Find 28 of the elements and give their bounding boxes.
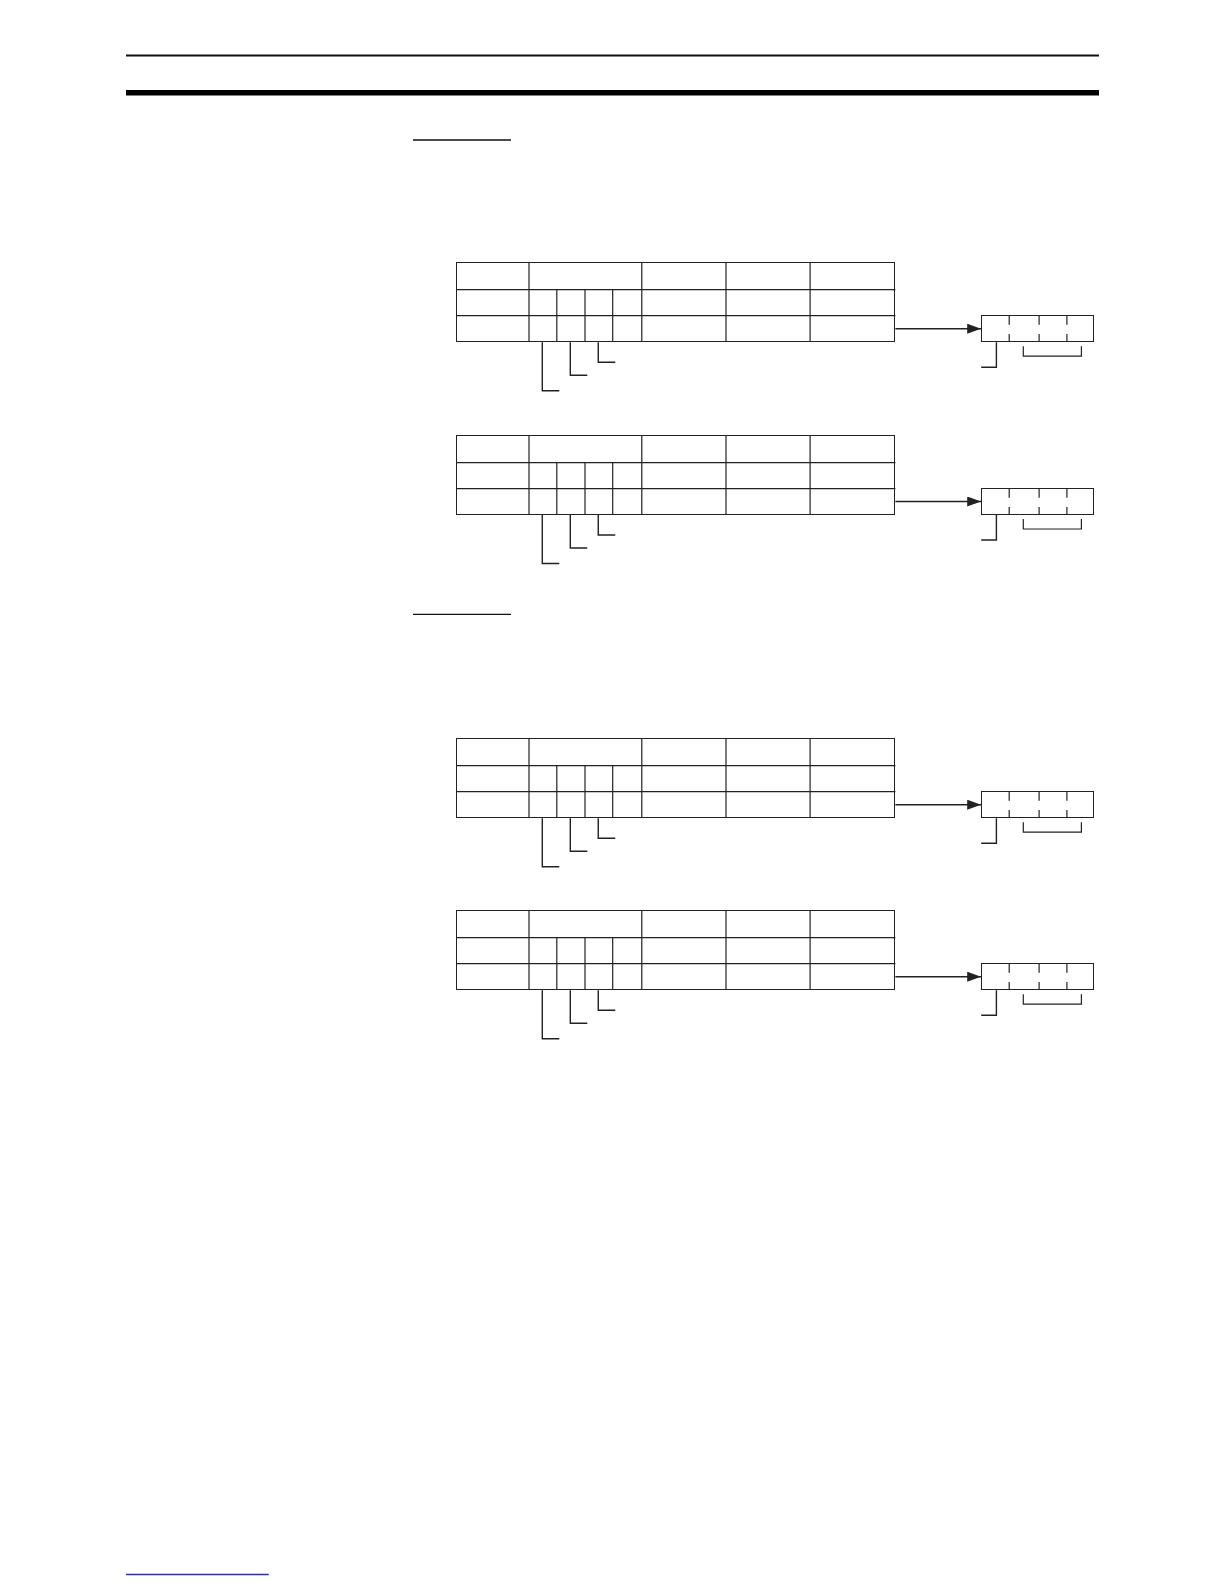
arrow bbox=[894, 971, 982, 982]
leader-line bbox=[597, 514, 616, 536]
leader-line bbox=[980, 514, 998, 541]
leader-line bbox=[569, 341, 588, 376]
register-box bbox=[981, 963, 1095, 991]
leader-line bbox=[597, 989, 616, 1011]
leader-line bbox=[541, 514, 560, 565]
leader-line bbox=[541, 341, 560, 392]
leader-line bbox=[569, 989, 588, 1024]
data-table bbox=[456, 435, 896, 515]
data-table bbox=[456, 738, 896, 819]
leader-line bbox=[569, 817, 588, 852]
leader-line bbox=[541, 817, 560, 868]
register-box bbox=[981, 791, 1095, 819]
arrow bbox=[894, 799, 982, 810]
data-table bbox=[456, 910, 896, 991]
arrow bbox=[894, 323, 982, 334]
leader-line bbox=[569, 514, 588, 549]
data-table bbox=[456, 262, 896, 343]
leader-line bbox=[980, 989, 998, 1016]
arrow bbox=[894, 496, 982, 507]
register-box bbox=[981, 488, 1095, 515]
register-box bbox=[981, 315, 1095, 343]
leader-line bbox=[980, 341, 998, 368]
leader-line bbox=[597, 341, 616, 363]
leader-line bbox=[541, 989, 560, 1040]
leader-line bbox=[597, 817, 616, 839]
leader-line bbox=[980, 817, 998, 844]
